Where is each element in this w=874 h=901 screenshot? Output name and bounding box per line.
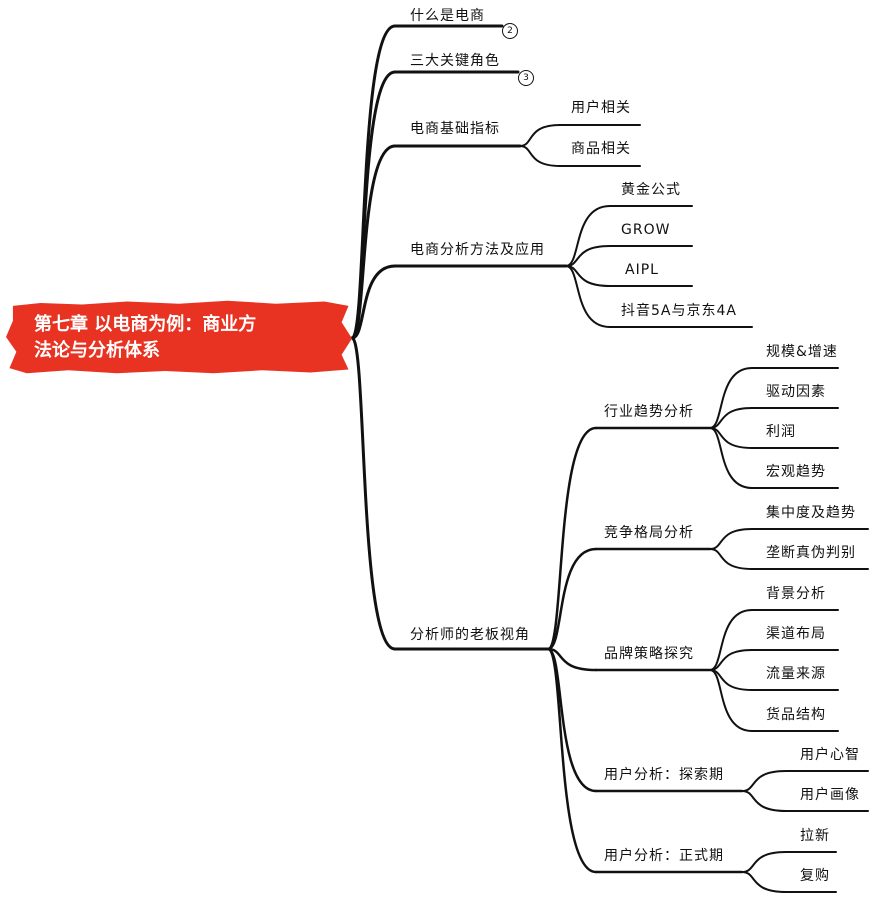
node-concentration[interactable]: 集中度及趋势 — [766, 505, 856, 521]
node-what-is-ecommerce[interactable]: 什么是电商 — [410, 8, 485, 24]
connector-line — [350, 70, 397, 340]
node-methods[interactable]: 电商分析方法及应用 — [410, 242, 545, 258]
node-boss-view[interactable]: 分析师的老板视角 — [410, 627, 530, 643]
connector-line — [741, 790, 787, 812]
connector-line — [709, 669, 753, 691]
connector-line — [709, 407, 753, 429]
node-traffic-source[interactable]: 流量来源 — [766, 666, 826, 682]
collapsed-count-badge[interactable]: 3 — [518, 70, 534, 86]
connector-line — [709, 649, 753, 671]
root-topic[interactable]: 第七章 以电商为例：商业方 法论与分析体系 — [6, 300, 352, 374]
node-user-portrait[interactable]: 用户画像 — [800, 787, 860, 803]
connector-line — [741, 871, 787, 893]
node-product-related[interactable]: 商品相关 — [571, 141, 631, 157]
connector-line — [565, 265, 611, 287]
connector-line — [709, 669, 753, 732]
node-drivers[interactable]: 驱动因素 — [766, 384, 826, 400]
node-user-explore[interactable]: 用户分析：探索期 — [604, 767, 724, 783]
connector-line — [350, 144, 397, 340]
connector-line — [546, 647, 598, 874]
connector-line — [709, 528, 753, 550]
node-brand-strategy[interactable]: 品牌策略探究 — [604, 646, 694, 662]
node-background[interactable]: 背景分析 — [766, 586, 826, 602]
connector-line — [546, 426, 598, 651]
connector-line — [519, 145, 561, 167]
connector-line — [546, 547, 598, 651]
node-channel-layout[interactable]: 渠道布局 — [766, 626, 826, 642]
node-user-related[interactable]: 用户相关 — [571, 100, 631, 116]
node-repurchase[interactable]: 复购 — [800, 868, 830, 884]
node-basic-metrics[interactable]: 电商基础指标 — [410, 121, 500, 137]
connector-line — [741, 770, 787, 792]
connector-line — [546, 647, 598, 672]
connector-line — [565, 245, 611, 267]
root-title-line1: 第七章 以电商为例：商业方 — [34, 314, 257, 335]
connector-line — [709, 548, 753, 570]
connector-line — [350, 264, 397, 340]
node-aipl[interactable]: AIPL — [625, 262, 659, 278]
node-acquisition[interactable]: 拉新 — [800, 828, 830, 844]
root-title-line2: 法论与分析体系 — [34, 340, 160, 361]
node-competition[interactable]: 竞争格局分析 — [604, 525, 694, 541]
connector-line — [741, 851, 787, 873]
node-user-mind[interactable]: 用户心智 — [800, 747, 860, 763]
node-5a-4a[interactable]: 抖音5A与京东4A — [621, 303, 737, 319]
node-three-key-roles[interactable]: 三大关键角色 — [410, 53, 500, 69]
connector-line — [709, 609, 753, 671]
node-scale-growth[interactable]: 规模&增速 — [766, 344, 838, 360]
node-grow[interactable]: GROW — [621, 222, 671, 238]
node-golden-formula[interactable]: 黄金公式 — [621, 182, 681, 198]
connector-line — [565, 265, 611, 328]
connector-line — [709, 427, 753, 449]
node-macro-trend[interactable]: 宏观趋势 — [766, 464, 826, 480]
node-industry-trend[interactable]: 行业趋势分析 — [604, 404, 694, 420]
connector-line — [350, 336, 397, 651]
node-monopoly-check[interactable]: 垄断真伪判别 — [766, 545, 856, 561]
connector-line — [709, 427, 753, 489]
node-product-structure[interactable]: 货品结构 — [766, 707, 826, 723]
connector-line — [565, 205, 611, 267]
node-profit[interactable]: 利润 — [766, 424, 796, 440]
connector-line — [709, 367, 753, 429]
collapsed-count-badge[interactable]: 2 — [502, 23, 518, 39]
connector-line — [519, 124, 561, 147]
node-user-formal[interactable]: 用户分析：正式期 — [604, 848, 724, 864]
